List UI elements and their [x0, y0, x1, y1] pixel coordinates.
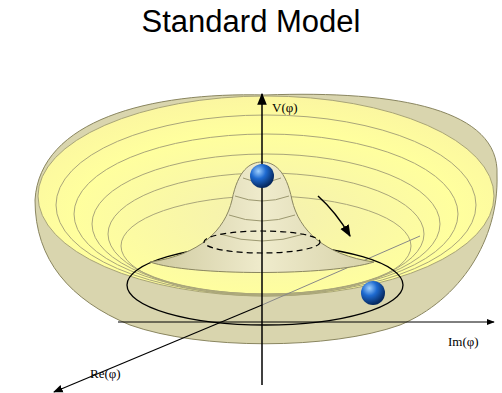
ball-trough [361, 281, 385, 305]
bowl-surface [38, 96, 494, 296]
roll-arrow [318, 196, 350, 236]
contour-lines [56, 115, 476, 296]
im-axis [118, 322, 494, 323]
bowl-outer-wall [35, 94, 497, 343]
axis-label: Im(φ) [448, 334, 479, 350]
v-axis [261, 94, 263, 385]
axis-label: Re(φ) [90, 366, 121, 382]
diagram-title: Standard Model [0, 4, 502, 40]
ball-top [250, 164, 274, 188]
re-axis [54, 305, 262, 392]
axis-label: V(φ) [272, 100, 298, 116]
